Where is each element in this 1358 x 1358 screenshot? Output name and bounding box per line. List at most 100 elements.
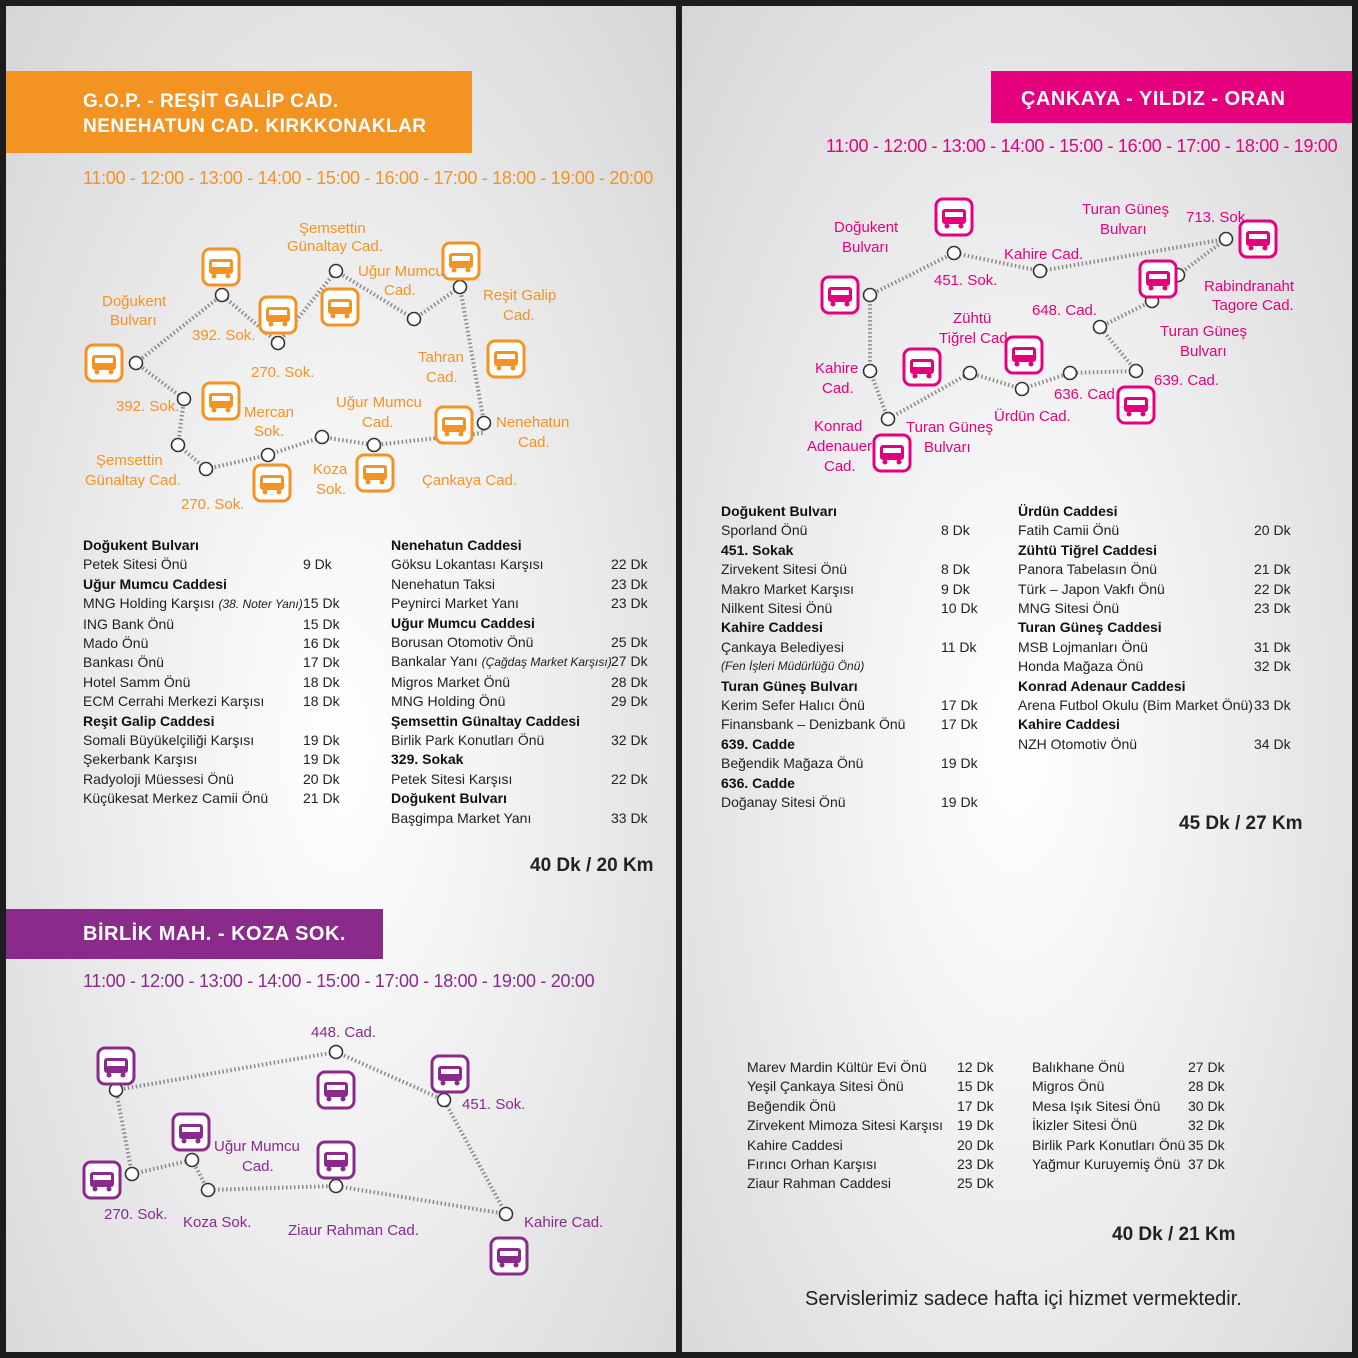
street-heading: Uğur Mumcu Caddesi [391,614,647,633]
bus-icon [316,1070,356,1110]
stop-name: Borusan Otomotiv Önü [391,634,534,651]
r1-label: Şemsettin [96,452,163,469]
route2-bus-icons [82,1046,529,1276]
r3-label: Bulvarı [1100,221,1147,238]
left-page: G.O.P. - REŞİT GALİP CAD. NENEHATUN CAD.… [6,6,676,1352]
street-heading-text: Doğukent Bulvarı [83,537,199,553]
r1-label: Nenehatun [496,414,569,431]
stop-row: Ziaur Rahman Caddesi 25 Dk [747,1174,997,1193]
r3-label: Tagore Cad. [1212,297,1294,314]
stop-duration: 11 Dk [941,638,977,655]
street-heading: 636. Cadde [721,774,983,793]
stop-name: Nenehatun Taksi [391,575,496,592]
bus-icon [320,287,360,327]
stop-duration: 17 Dk [303,654,340,671]
stop-name: Migros Önü [1032,1078,1105,1095]
street-heading: 329. Sokak [391,750,647,769]
street-heading: 639. Cadde [721,735,983,754]
r3-label: Adenauer [807,438,872,455]
stop-name: Kahire Caddesi [747,1136,843,1153]
stop-name: Ziaur Rahman Caddesi [747,1175,891,1192]
stop-name: Birlik Park Konutları Önü [391,732,545,749]
bus-icon [82,1160,122,1200]
street-heading-text: Kahire Caddesi [1018,716,1120,733]
stop-duration: 22 Dk [611,770,648,787]
r3-label: 713. Sok. [1186,209,1249,226]
route3-title: ÇANKAYA - YILDIZ - ORAN [1021,88,1286,110]
stop-name: Doğanay Sitesi Önü [721,794,846,811]
street-heading: Konrad Adenaur Caddesi [1018,677,1294,696]
bus-icon [201,247,241,287]
stop-name: Arena Futbol Okulu (Bim Market Önü) [1018,697,1253,714]
stop-name: Birlik Park Konutları Önü [1032,1136,1186,1153]
stop-row: Bankalar Yanı(Çağdaş Market Karşısı)27 D… [391,652,648,672]
stop-name: Sporland Önü [721,522,808,539]
stop-name: Zirvekent Mimoza Sitesi Karşısı [747,1117,944,1134]
stop-name: Panora Tabelasın Önü [1018,561,1158,578]
stop-duration: 22 Dk [1254,580,1291,597]
street-heading: Ürdün Caddesi [1018,502,1294,521]
stop-name: Yeşil Çankaya Sitesi Önü [747,1078,904,1095]
r1-label: Cad. [384,282,416,299]
stop-name-note: (Çağdaş Market Karşısı) [481,655,611,670]
stop-duration: 9 Dk [941,580,970,597]
stop-duration: 22 Dk [611,556,648,573]
stop-duration: 32 Dk [1254,658,1291,675]
footer-note: Servislerimiz sadece hafta içi hizmet ve… [805,1288,1242,1310]
r2-label: Uğur Mumcu [214,1138,300,1155]
stop-row: Nenehatun Taksi 23 Dk [391,575,648,594]
stop-name: Bankalar Yanı [391,653,478,670]
street-heading: Doğukent Bulvarı [83,536,343,555]
stop-duration: 15 Dk [303,615,340,632]
route3-bus-icons [820,197,1278,473]
r1-label: Doğukent [102,293,167,310]
stop-duration: 19 Dk [941,794,978,811]
street-heading-text: Ürdün Caddesi [1018,503,1118,519]
stop-duration: 25 Dk [957,1175,994,1192]
bus-icon [96,1046,136,1086]
stop-name: Başgimpa Market Yanı [391,809,532,826]
bus-icon [316,1140,356,1180]
stop-duration: 29 Dk [611,693,648,710]
stop-duration: 23 Dk [611,575,648,592]
r2-label: 270. Sok. [104,1206,167,1223]
stop-name: Nilkent Sitesi Önü [721,600,833,617]
stop-name: Petek Sitesi Önü [83,556,188,573]
stop-name: Beğendik Önü [747,1097,836,1114]
stop-duration: 10 Dk [941,600,978,617]
route3-map: Doğukent Bulvarı 451. Sok. Kahire Cad. T… [807,197,1295,475]
bus-icon [430,1054,470,1094]
r3-label: 639. Cad. [1154,372,1219,389]
r3-label: 648. Cad. [1032,302,1097,319]
stop-duration: 27 Dk [1188,1059,1225,1075]
stop-name: Kerim Sefer Halıcı Önü [721,697,865,714]
stop-name: MNG Holding Önü [391,693,506,710]
route3-times: 11:00 - 12:00 - 13:00 - 14:00 - 15:00 - … [826,136,1338,156]
r2-label: Kahire Cad. [524,1214,603,1231]
bus-icon [872,433,912,473]
stop-note-text: (Fen İşleri Müdürlüğü Önü) [721,659,865,674]
stop-duration: 8 Dk [941,561,970,578]
r2-label: 451. Sok. [462,1096,525,1113]
r3-label: Tiğrel Cad. [939,330,1012,347]
stop-name: Honda Mağaza Önü [1018,658,1144,675]
stop-duration: 18 Dk [303,673,340,690]
stop-duration: 8 Dk [941,522,970,539]
stop-duration: 27 Dk [611,653,648,670]
r1-label: Koza [313,461,348,478]
